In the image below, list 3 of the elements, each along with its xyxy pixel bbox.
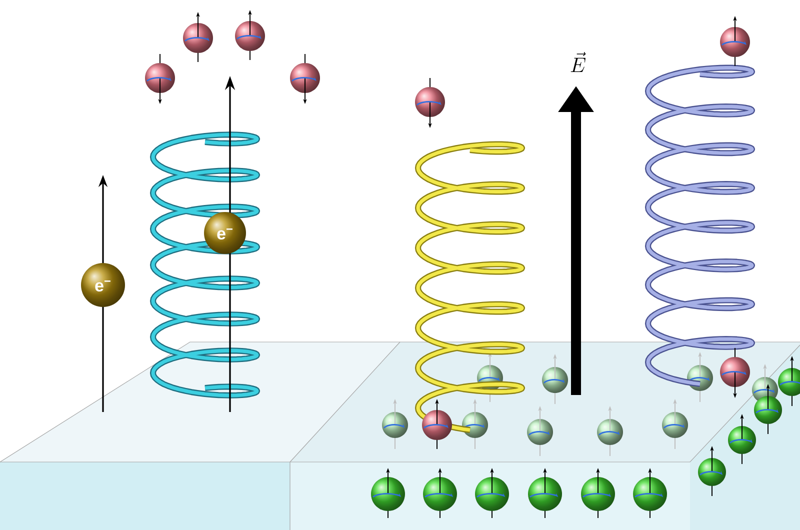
field-label: $\vec{E}$: [570, 52, 586, 72]
electron-label: e$^{−}$: [95, 280, 110, 292]
electron-label: e$^{−}$: [217, 228, 232, 240]
